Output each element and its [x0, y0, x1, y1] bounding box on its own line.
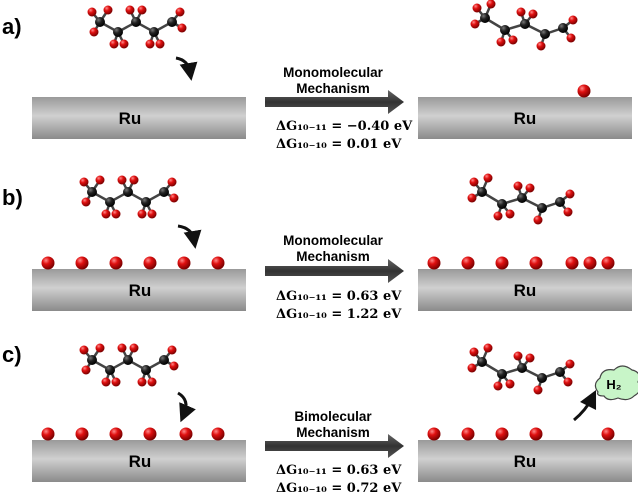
ru-slab — [418, 440, 632, 482]
approach-arrow-icon — [175, 56, 198, 81]
ru-slab — [32, 440, 246, 482]
surface-oxygen-row — [427, 256, 615, 270]
ru-slab — [418, 97, 632, 139]
surface-oxygen-row — [427, 427, 615, 441]
mechanism-line1: Bimolecular — [294, 409, 372, 424]
slab-label: Ru — [119, 109, 142, 128]
ru-slab — [32, 97, 246, 139]
surface-oxygen-row — [41, 256, 225, 270]
h2-label: H₂ — [606, 377, 621, 392]
energy-eq-1011: ΔG₁₀₋₁₁ = 0.63 eV — [276, 463, 402, 478]
energy-eq-1010: ΔG₁₀₋₁₀ = 1.22 eV — [276, 307, 402, 322]
slab-label: Ru — [514, 109, 537, 128]
panel-b: b) Ru Monomolecular Mechanism ΔG₁₀₋₁₁ = … — [2, 172, 632, 322]
slab-label: Ru — [514, 281, 537, 300]
mechanism-line1: Monomolecular — [283, 233, 384, 248]
panel-a: a) Ru Monomolecular Mechanism ΔG₁₀₋₁₁ = … — [2, 0, 632, 152]
reaction-arrow-icon — [265, 90, 404, 114]
approach-arrow-icon — [177, 224, 202, 249]
product-molecule — [466, 342, 576, 396]
approach-arrow-icon — [177, 391, 196, 423]
panel-c: c) Ru Bimolecular Mechanism ΔG₁₀₋₁₁ = 0.… — [2, 342, 638, 496]
product-molecule — [469, 0, 579, 52]
ru-slab — [418, 269, 632, 311]
slab-label: Ru — [129, 452, 152, 471]
energy-eq-1010: ΔG₁₀₋₁₀ = 0.72 eV — [276, 481, 402, 496]
mechanism-line1: Monomolecular — [283, 65, 384, 80]
energy-eq-1011: ΔG₁₀₋₁₁ = 0.63 eV — [276, 289, 402, 304]
reactant-molecule — [86, 4, 188, 50]
reactant-molecule — [78, 342, 180, 388]
mechanism-line2: Mechanism — [296, 249, 370, 264]
panel-label: a) — [2, 14, 22, 39]
product-molecule — [466, 172, 576, 226]
mechanism-line2: Mechanism — [296, 425, 370, 440]
ru-slab — [32, 269, 246, 311]
h2-cloud-icon: H₂ — [594, 365, 638, 401]
slab-label: Ru — [129, 281, 152, 300]
panel-label: b) — [2, 185, 23, 210]
mechanism-line2: Mechanism — [296, 81, 370, 96]
release-arrow-icon — [573, 389, 597, 422]
panel-label: c) — [2, 342, 22, 367]
reaction-arrow-icon — [265, 434, 404, 458]
energy-eq-1010: ΔG₁₀₋₁₀ = 0.01 eV — [276, 137, 402, 152]
adsorbed-oxygen — [577, 84, 591, 98]
surface-oxygen-row — [41, 427, 225, 441]
energy-eq-1011: ΔG₁₀₋₁₁ = −0.40 eV — [276, 119, 413, 134]
reaction-arrow-icon — [265, 259, 404, 283]
slab-label: Ru — [514, 452, 537, 471]
reactant-molecule — [78, 174, 180, 220]
